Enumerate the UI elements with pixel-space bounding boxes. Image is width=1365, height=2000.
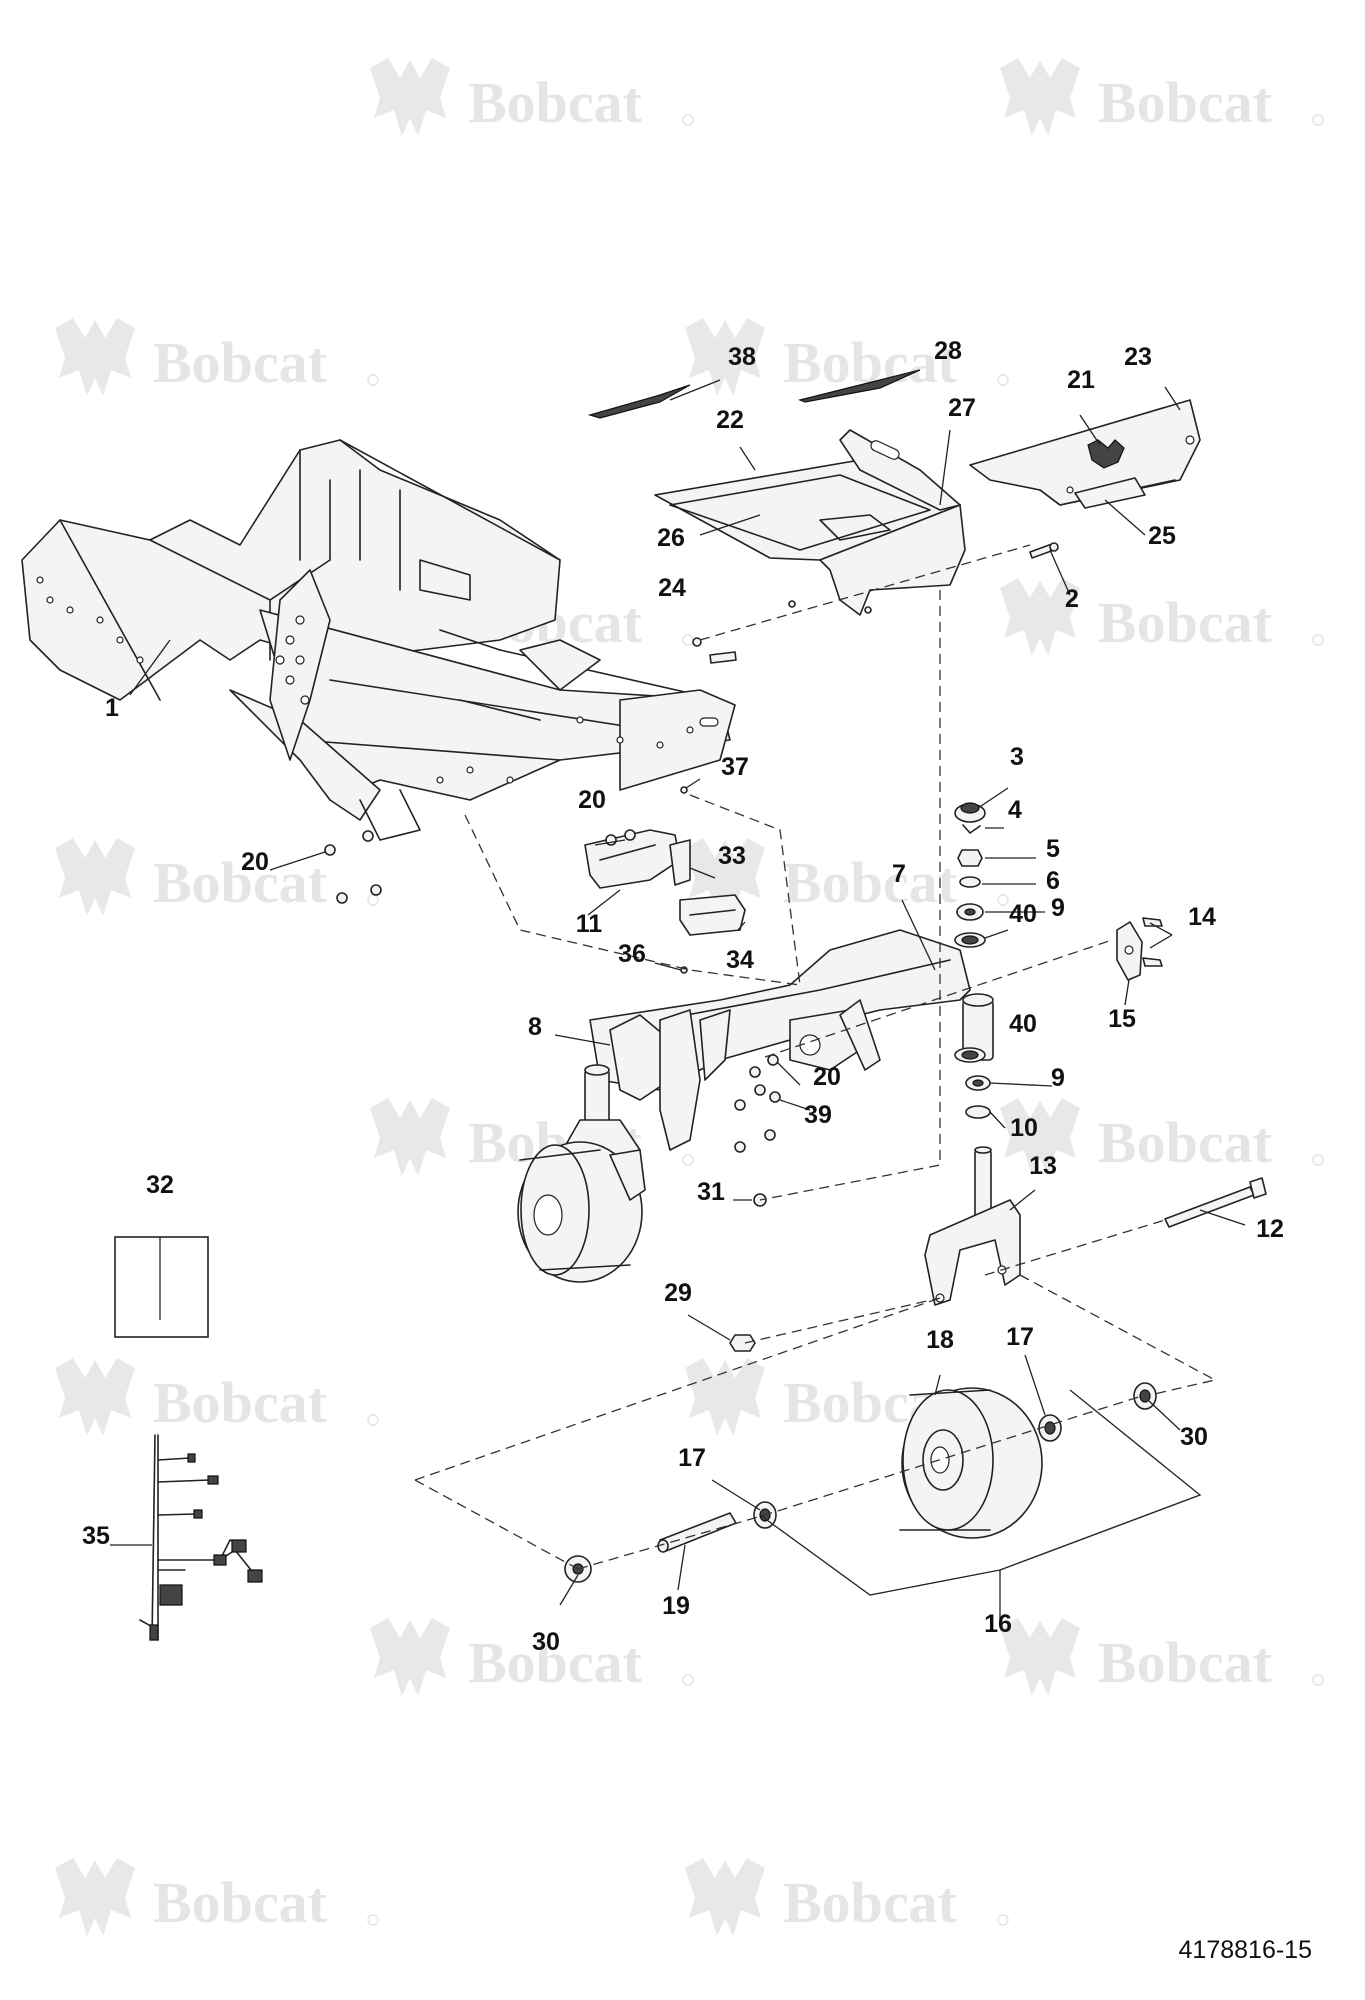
watermark-layer bbox=[54, 57, 1324, 1937]
callout-labels: 1234567899101112131415161717181920202021… bbox=[82, 337, 1284, 1656]
watermark-logo bbox=[684, 1857, 1009, 1937]
frame-holes bbox=[36, 576, 694, 784]
watermark-logo bbox=[54, 1857, 379, 1937]
callout-17: 17 bbox=[1006, 1323, 1034, 1351]
callout-29: 29 bbox=[664, 1279, 692, 1307]
callout-4: 4 bbox=[1008, 796, 1022, 824]
callout-3: 3 bbox=[1010, 743, 1024, 771]
watermark-logo bbox=[54, 317, 379, 397]
right-caster-wheel-drawing bbox=[899, 1387, 1043, 1539]
spindle-hardware-drawing bbox=[954, 802, 991, 1119]
caster-fork-drawing bbox=[924, 917, 1163, 1306]
callout-5: 5 bbox=[1046, 835, 1060, 863]
callout-25: 25 bbox=[1148, 522, 1176, 550]
callout-22: 22 bbox=[716, 406, 744, 434]
callout-30: 30 bbox=[1180, 1423, 1208, 1451]
callout-12: 12 bbox=[1256, 1215, 1284, 1243]
callout-21: 21 bbox=[1067, 366, 1095, 394]
callout-16: 16 bbox=[984, 1610, 1012, 1638]
callout-20: 20 bbox=[813, 1063, 841, 1091]
callout-40: 40 bbox=[1009, 900, 1037, 928]
watermark-logo bbox=[999, 1617, 1324, 1697]
callout-40: 40 bbox=[1009, 1010, 1037, 1038]
callout-30: 30 bbox=[532, 1628, 560, 1656]
assembly-guide-lines bbox=[414, 544, 1217, 1570]
decal-kit-box bbox=[114, 1236, 209, 1338]
watermark-logo bbox=[369, 57, 694, 137]
control-bracket-drawing bbox=[969, 399, 1201, 509]
axle-beam-drawing bbox=[584, 929, 994, 1151]
left-caster-wheel-drawing bbox=[517, 1119, 646, 1283]
watermark-logo bbox=[54, 1357, 379, 1437]
callout-2: 2 bbox=[1065, 585, 1079, 613]
callout-20: 20 bbox=[578, 786, 606, 814]
callout-24: 24 bbox=[658, 574, 686, 602]
callout-11: 11 bbox=[576, 910, 603, 938]
callout-19: 19 bbox=[662, 1592, 690, 1620]
callout-8: 8 bbox=[528, 1013, 542, 1041]
callout-35: 35 bbox=[82, 1522, 110, 1550]
watermark-logo bbox=[999, 57, 1324, 137]
callout-26: 26 bbox=[657, 524, 685, 552]
callout-1: 1 bbox=[105, 694, 119, 722]
callout-28: 28 bbox=[934, 337, 962, 365]
document-id: 4178816-15 bbox=[1179, 1936, 1312, 1964]
main-frame-drawing bbox=[21, 439, 736, 841]
callout-15: 15 bbox=[1108, 1005, 1136, 1033]
floor-plate-drawing bbox=[587, 369, 966, 616]
callout-18: 18 bbox=[926, 1326, 954, 1354]
callout-37: 37 bbox=[721, 753, 749, 781]
leader-lines bbox=[110, 369, 1246, 1625]
callout-33: 33 bbox=[718, 842, 746, 870]
callout-20: 20 bbox=[241, 848, 269, 876]
axle-bolt-drawing bbox=[1164, 1177, 1267, 1228]
callout-38: 38 bbox=[728, 343, 756, 371]
callout-27: 27 bbox=[948, 394, 976, 422]
callout-10: 10 bbox=[1010, 1114, 1038, 1142]
callout-34: 34 bbox=[726, 946, 754, 974]
callout-9: 9 bbox=[1051, 1064, 1065, 1092]
callout-17: 17 bbox=[678, 1444, 706, 1472]
callout-23: 23 bbox=[1124, 343, 1152, 371]
callout-9: 9 bbox=[1051, 894, 1065, 922]
callout-6: 6 bbox=[1046, 867, 1060, 895]
watermark-logo bbox=[999, 577, 1324, 657]
callout-32: 32 bbox=[146, 1171, 174, 1199]
callout-39: 39 bbox=[804, 1101, 832, 1129]
callout-7: 7 bbox=[892, 860, 906, 888]
wheel-hardware-drawing bbox=[564, 1382, 1157, 1583]
callout-14: 14 bbox=[1188, 903, 1216, 931]
callout-36: 36 bbox=[618, 940, 646, 968]
callout-13: 13 bbox=[1029, 1152, 1057, 1180]
wire-harness-drawing bbox=[139, 1434, 263, 1641]
callout-31: 31 bbox=[697, 1178, 725, 1206]
